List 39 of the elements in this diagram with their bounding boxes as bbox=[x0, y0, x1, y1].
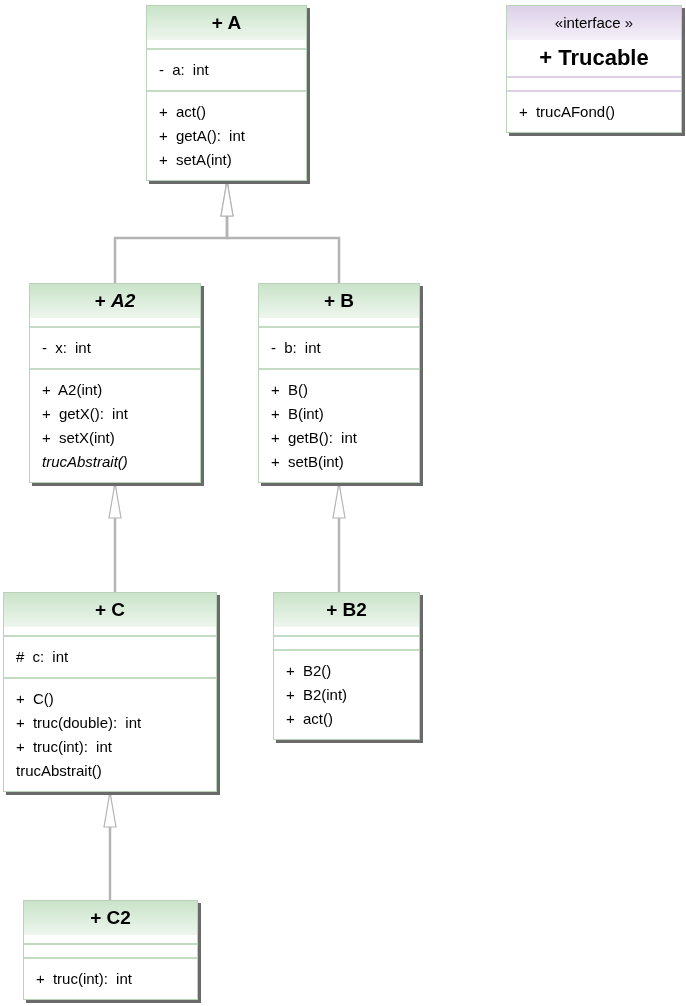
class-name-header: + C2 bbox=[24, 901, 197, 935]
method-text: + setA(int) bbox=[159, 150, 232, 170]
class-name-header: + C bbox=[4, 593, 216, 627]
class-box bbox=[3, 592, 217, 792]
method-text: + B2() bbox=[286, 661, 332, 681]
method-text: + A2(int) bbox=[42, 380, 103, 400]
method-text: + getX(): int bbox=[42, 404, 128, 424]
stereotype-header: «interface » bbox=[507, 6, 681, 40]
method-text: + trucAFond() bbox=[519, 102, 616, 122]
class-box bbox=[23, 900, 198, 1000]
interface-name: + Trucable bbox=[507, 40, 681, 78]
class-name-header: + B bbox=[259, 284, 419, 318]
method-text: + setX(int) bbox=[42, 428, 115, 448]
class-box bbox=[29, 283, 201, 483]
class-name-header: + B2 bbox=[274, 593, 419, 627]
attribute-text: - x: int bbox=[42, 338, 91, 358]
class-box bbox=[258, 283, 420, 483]
method-text: + B() bbox=[271, 380, 308, 400]
attribute-text: - a: int bbox=[159, 60, 209, 80]
method-text: + truc(int): int bbox=[36, 969, 132, 989]
class-box bbox=[146, 5, 307, 181]
attribute-text: - b: int bbox=[271, 338, 321, 358]
method-text: + act() bbox=[159, 102, 206, 122]
method-text: + truc(int): int bbox=[16, 737, 112, 757]
class-box bbox=[273, 592, 420, 740]
method-text: + truc(double): int bbox=[16, 713, 142, 733]
method-text: trucAbstrait() bbox=[16, 761, 102, 781]
method-text: + C() bbox=[16, 689, 54, 709]
method-text: + setB(int) bbox=[271, 452, 344, 472]
interface-box bbox=[506, 5, 682, 133]
method-text: + B(int) bbox=[271, 404, 324, 424]
method-text: + act() bbox=[286, 709, 333, 729]
attribute-text: # c: int bbox=[16, 647, 69, 667]
class-name-header: + A bbox=[147, 6, 306, 40]
method-text: + getA(): int bbox=[159, 126, 245, 146]
method-text: trucAbstrait() bbox=[42, 452, 128, 472]
method-text: + B2(int) bbox=[286, 685, 348, 705]
class-name-header: + A2 bbox=[30, 284, 200, 318]
method-text: + getB(): int bbox=[271, 428, 357, 448]
